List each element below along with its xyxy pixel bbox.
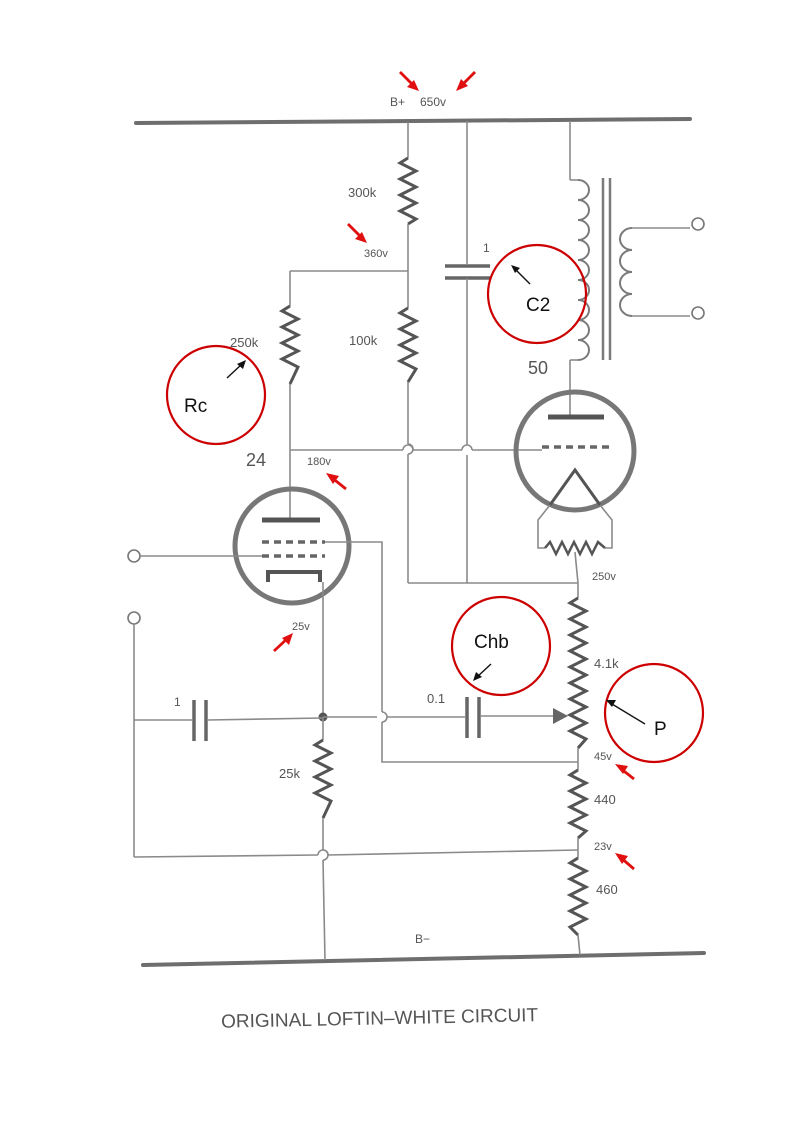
annotation-circle-rc: [165, 344, 267, 446]
black-arrowhead: [606, 700, 616, 707]
filament-hum-resistor: [544, 539, 606, 557]
b-minus-label: B−: [415, 932, 430, 946]
wire-crossover: [402, 444, 414, 451]
v-250-label: 250v: [592, 571, 616, 583]
red-arrowhead: [615, 764, 628, 774]
b-plus-rail: [134, 117, 692, 125]
diagram-title: ORIGINAL LOFTIN–WHITE CIRCUIT: [221, 1005, 539, 1033]
tube-24: [232, 486, 352, 606]
resistor-300k: [396, 156, 420, 226]
wiper-arrow: [553, 708, 568, 724]
wire: [207, 717, 324, 721]
r-440-label: 440: [594, 792, 616, 807]
wire: [327, 849, 579, 856]
r-4-1k-label: 4.1k: [594, 656, 619, 671]
red-arrowhead: [407, 80, 419, 91]
tube-50-filament: [548, 467, 602, 506]
wire: [325, 541, 383, 712]
tube-24-cathode: [266, 570, 322, 582]
tube-24-label: 24: [246, 450, 266, 470]
resistor-250k: [278, 304, 302, 385]
annotation-c2: C2: [526, 295, 550, 316]
tube-50: [513, 389, 637, 513]
potentiometer-4-1k: [566, 596, 590, 749]
v-360-label: 360v: [364, 248, 388, 260]
red-arrowhead: [282, 633, 293, 645]
output-terminal: [691, 217, 705, 231]
annotation-chb: Chb: [474, 632, 509, 653]
cap-1-left-label: 1: [174, 695, 181, 709]
resistor-25k: [311, 738, 335, 819]
annotation-rc: Rc: [184, 396, 207, 417]
wire: [574, 551, 579, 584]
input-terminal[interactable]: [127, 611, 141, 625]
red-arrowhead: [355, 232, 367, 243]
r-100k-label: 100k: [349, 333, 378, 348]
black-arrow: [226, 363, 243, 379]
transformer-primary: [577, 179, 590, 361]
wire-crossover: [461, 444, 473, 451]
v-25-label: 25v: [292, 621, 310, 633]
tube-50-label: 50: [528, 358, 548, 378]
r-250k-label: 250k: [230, 335, 259, 350]
cap-1-top-label: 1: [483, 241, 490, 255]
r-460-label: 460: [596, 882, 618, 897]
wire: [322, 859, 326, 961]
black-arrowhead: [473, 672, 482, 681]
r-25k-label: 25k: [279, 766, 300, 781]
wire: [133, 854, 319, 858]
annotation-circle-p: [603, 662, 705, 764]
v-45-label: 45v: [594, 751, 612, 763]
wire: [381, 722, 578, 763]
supply-voltage-label: 650v: [420, 95, 446, 109]
input-terminal[interactable]: [127, 549, 141, 563]
black-arrowhead: [237, 360, 246, 369]
black-arrow: [611, 703, 646, 725]
b-plus-label: B+: [390, 95, 405, 109]
wire-crossover: [317, 849, 329, 856]
r-300k-label: 300k: [348, 185, 377, 200]
v-180-label: 180v: [307, 456, 331, 468]
red-arrowhead: [615, 853, 628, 864]
v-23-label: 23v: [594, 841, 612, 853]
b-minus-rail: [141, 951, 706, 967]
red-arrowhead: [456, 79, 468, 91]
wire-crossover: [381, 711, 388, 723]
resistor-460: [566, 856, 590, 937]
black-arrowhead: [511, 265, 520, 273]
annotation-circle-chb: [450, 595, 552, 697]
wire: [537, 504, 551, 549]
transformer-secondary: [619, 227, 633, 317]
resistor-100k: [396, 306, 420, 383]
annotation-circle-c2: [486, 243, 588, 345]
wire: [599, 504, 613, 549]
cap-0-1-label: 0.1: [427, 691, 445, 706]
red-arrowhead: [326, 473, 339, 484]
output-terminal: [691, 306, 705, 320]
resistor-440: [566, 768, 590, 840]
annotation-p: P: [654, 719, 667, 740]
wire: [577, 934, 581, 956]
black-arrow: [514, 268, 531, 285]
